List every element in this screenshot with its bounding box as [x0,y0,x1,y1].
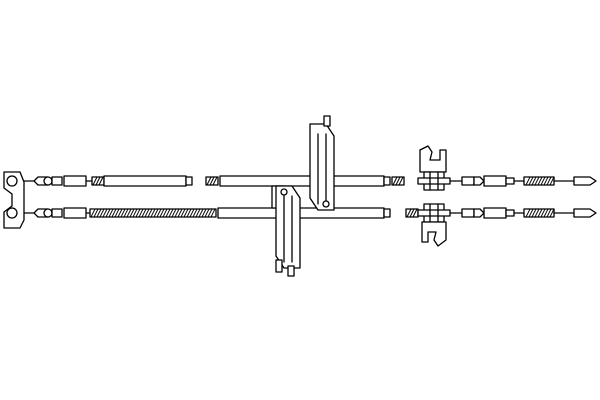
braid-hatch-line [546,208,552,218]
lower-cable-braided-section-right [405,208,419,218]
braid-hatch-line [135,208,141,218]
braid-hatch-line [141,208,147,218]
braid-hatch-line [150,208,156,218]
braid-hatch-line [144,208,150,218]
braid-hatch-line [531,176,537,186]
upper-cable-left-end-fitting [33,175,93,187]
upper-cable-right-end-fitting [449,175,597,187]
upper-mounting-bracket [309,115,335,211]
upper-cable-braided-section-right [391,176,405,186]
braid-hatch-line [96,208,102,218]
lower-mounting-bracket [275,185,301,277]
braid-hatch-line [102,208,108,218]
braid-hatch-line [534,208,540,218]
upper-cable-clip [417,145,451,191]
upper-cable-braided-section-mid [205,176,219,186]
braid-hatch-line [90,208,96,218]
braid-hatch-line [531,208,537,218]
lower-cable-clip [417,203,451,247]
braid-hatch-line [537,176,543,186]
lower-cable-right-end-fitting [449,207,597,219]
braid-hatch-line [171,208,177,218]
braid-hatch-line [207,208,213,218]
braid-hatch-line [540,208,546,218]
braid-hatch-line [549,208,555,218]
lower-cable-sheath-main [217,207,391,219]
left-yoke-bracket [3,171,35,229]
braid-hatch-line [201,208,207,218]
braid-hatch-line [528,176,534,186]
braid-hatch-line [543,208,549,218]
braid-hatch-line [156,208,162,218]
braid-hatch-line [534,176,540,186]
upper-cable-sheath-main [219,175,391,187]
braid-hatch-line [210,208,216,218]
braid-hatch-line [546,176,552,186]
braid-hatch-line [159,208,165,218]
lower-cable-left-end-fitting [33,207,93,219]
braid-hatch-line [147,208,153,218]
braid-hatch-line [174,208,180,218]
braid-hatch-line [114,208,120,218]
braid-hatch-line [537,208,543,218]
braid-hatch-line [99,208,105,218]
upper-cable-sheath-left [103,175,193,187]
braid-hatch-line [525,176,531,186]
upper-cable-braided-section-left [91,176,105,186]
braid-hatch-line [108,208,114,218]
braid-hatch-line [525,208,531,218]
braid-hatch-line [528,208,534,218]
braid-hatch-line [153,208,159,218]
braid-hatch-line [123,208,129,218]
braid-hatch-line [120,208,126,218]
braid-hatch-line [198,208,204,218]
braid-hatch-line [138,208,144,218]
braid-hatch-line [540,176,546,186]
braid-hatch-line [168,208,174,218]
braid-hatch-line [117,208,123,218]
braid-hatch-line [192,208,198,218]
braid-hatch-line [183,208,189,218]
braid-hatch-line [195,208,201,218]
braid-hatch-line [204,208,210,218]
braid-hatch-line [126,208,132,218]
braid-hatch-line [543,176,549,186]
braid-hatch-line [93,208,99,218]
braid-hatch-line [189,208,195,218]
braid-hatch-line [177,208,183,218]
braid-hatch-line [162,208,168,218]
braid-hatch-line [129,208,135,218]
braid-hatch-line [180,208,186,218]
braid-hatch-line [186,208,192,218]
lower-cable-braided-section [89,208,217,218]
braid-hatch-line [111,208,117,218]
braid-hatch-line [132,208,138,218]
braid-hatch-line [165,208,171,218]
braid-hatch-line [105,208,111,218]
braid-hatch-line [549,176,555,186]
